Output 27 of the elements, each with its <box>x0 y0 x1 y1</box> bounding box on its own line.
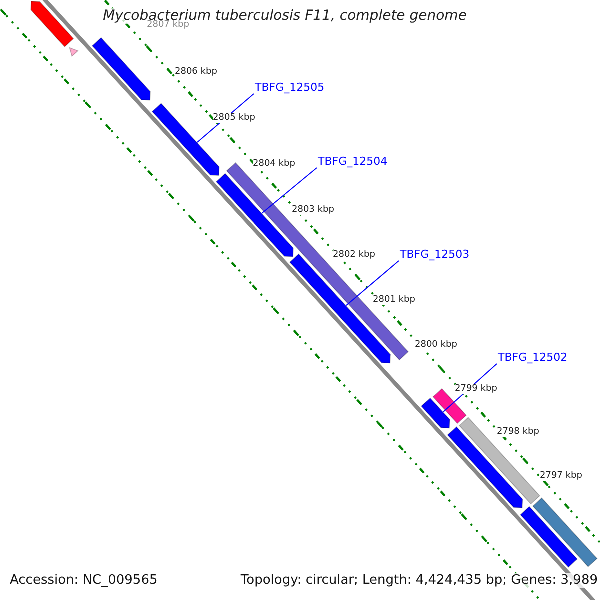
gene-label: TBFG_12504 <box>318 155 388 168</box>
gene-feature <box>459 417 540 505</box>
accession-text: Accession: NC_009565 <box>10 573 158 588</box>
scale-label: 2798 kbp <box>497 427 540 437</box>
scale-label: 2797 kbp <box>540 471 582 481</box>
scale-label: 2806 kbp <box>175 67 218 77</box>
scale-label: 2805 kbp <box>213 113 256 123</box>
gene-feature <box>520 506 578 568</box>
gene-feature <box>447 426 524 508</box>
gene-feature <box>532 498 598 568</box>
leader-line <box>346 260 400 306</box>
leader-line <box>262 168 318 214</box>
gene-label: TBFG_12502 <box>498 351 568 364</box>
gene-label: TBFG_12503 <box>400 248 470 261</box>
gene-feature <box>30 1 74 48</box>
gene-feature <box>92 37 151 101</box>
scale-label: 2800 kbp <box>415 340 458 350</box>
gene-marker <box>69 47 79 58</box>
gene-feature <box>216 173 294 258</box>
scale-label: 2801 kbp <box>373 295 416 305</box>
genome-info-text: Topology: circular; Length: 4,424,435 bp; Genes: 3,989 <box>240 573 598 588</box>
scale-label: 2804 kbp <box>253 159 296 169</box>
scale-label: 2802 kbp <box>333 250 376 260</box>
scale-label: 2803 kbp <box>292 205 334 215</box>
scale-label: 2799 kbp <box>455 384 498 394</box>
gene-label: TBFG_12505 <box>255 81 325 94</box>
gene-feature <box>420 398 450 429</box>
